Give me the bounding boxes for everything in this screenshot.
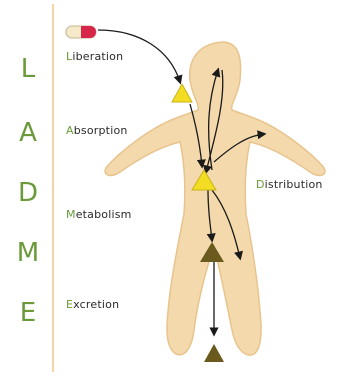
triangle-absorption	[172, 84, 192, 102]
stage-distribution: Distribution	[256, 178, 323, 191]
stage-absorption: Absorption	[66, 124, 128, 137]
stage-metabolism: Metabolism	[66, 208, 132, 221]
triangle-excretion	[204, 344, 224, 362]
body-silhouette	[105, 42, 325, 355]
pill-icon	[66, 26, 96, 38]
stage-excretion: Excretion	[66, 298, 119, 311]
stage-liberation: Liberation	[66, 50, 123, 63]
